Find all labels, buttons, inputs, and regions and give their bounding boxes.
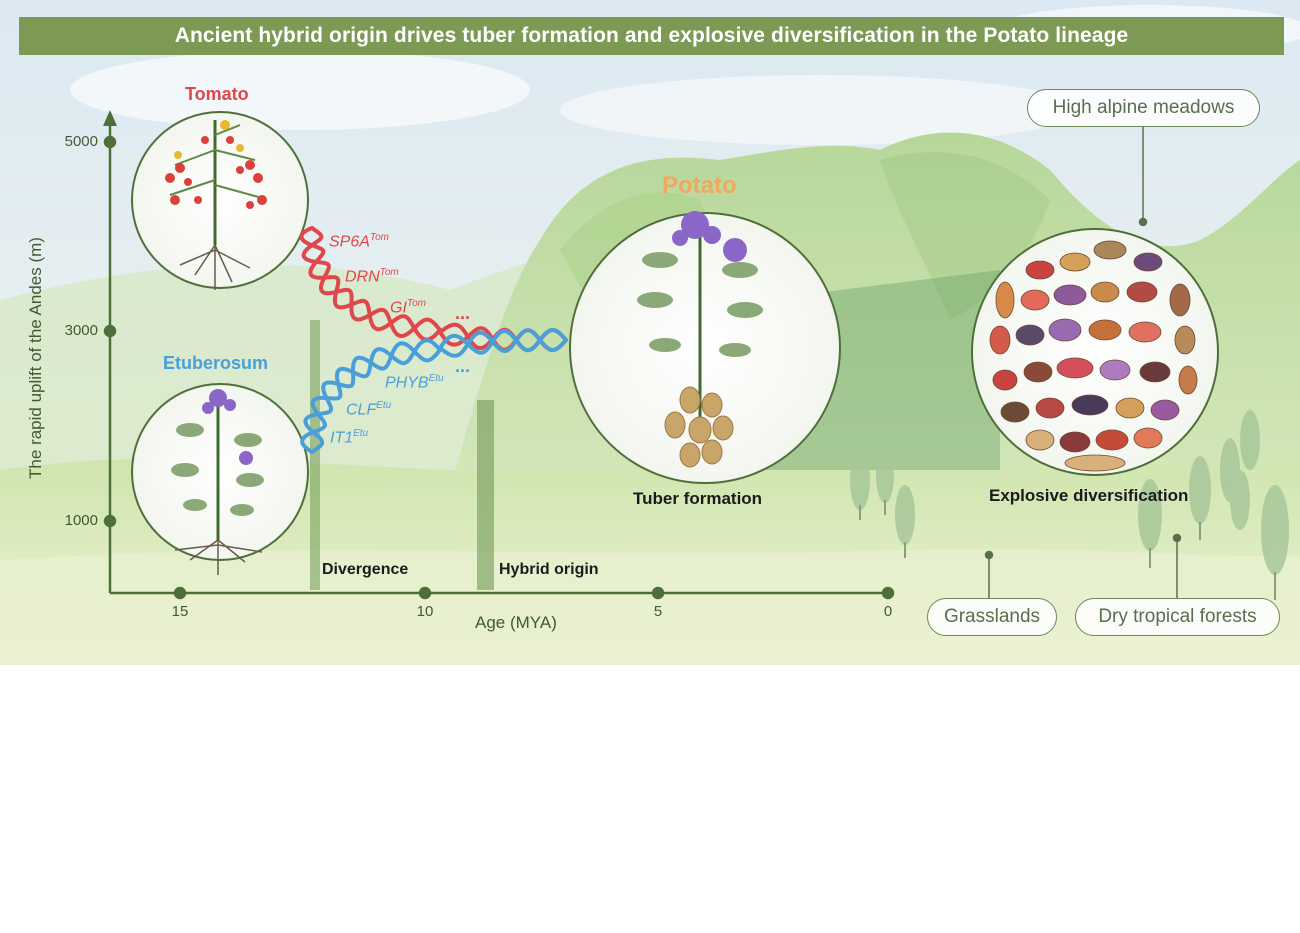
gene-drn-tom: DRNTom xyxy=(345,267,399,286)
gene-gi-tom: GITom xyxy=(390,298,426,317)
gene-sp6a-tom: SP6ATom xyxy=(329,232,390,251)
tomato-ellipsis: ... xyxy=(455,303,471,323)
tomato-plant-illustration xyxy=(165,120,267,290)
y-tick-3000: 3000 xyxy=(64,322,98,339)
etuberosum-plant-illustration xyxy=(171,389,264,575)
x-axis-label: Age (MYA) xyxy=(475,613,557,632)
y-axis-label: The rapid uplift of the Andes (m) xyxy=(26,237,45,479)
etuberosum-ellipsis: ... xyxy=(455,356,471,376)
dna-helices xyxy=(299,226,568,454)
gene-clf-etu: CLFEtu xyxy=(346,400,392,419)
hybrid-origin-label: Hybrid origin xyxy=(499,561,599,578)
habitat-dry-tropical-forests: Dry tropical forests xyxy=(1075,598,1280,636)
x-tick-0: 0 xyxy=(883,603,893,620)
x-tick-10: 10 xyxy=(416,603,434,620)
hybrid-helix-blue-strand xyxy=(438,328,568,355)
potato-varieties-illustration xyxy=(989,240,1198,472)
hybrid-helix-blue-strand xyxy=(438,328,568,358)
divergence-label: Divergence xyxy=(322,561,409,578)
gene-phyb-etu: PHYBEtu xyxy=(385,373,444,392)
y-tick-1000: 1000 xyxy=(64,512,98,529)
x-tick-5: 5 xyxy=(653,603,663,620)
x-tick-15: 15 xyxy=(171,603,189,620)
tuber-formation-caption: Tuber formation xyxy=(633,489,763,508)
y-tick-5000: 5000 xyxy=(64,133,98,150)
habitat-grasslands: Grasslands xyxy=(927,598,1057,636)
hybrid-helix-blue xyxy=(438,328,568,358)
tomato-helix xyxy=(299,226,442,342)
figure-canvas: Ancient hybrid origin drives tuber forma… xyxy=(0,0,1300,665)
etuberosum-label: Etuberosum xyxy=(163,353,269,373)
etuberosum-helix-strand xyxy=(303,341,442,454)
gene-it1-etu: IT1Etu xyxy=(330,428,369,447)
tomato-helix-strand xyxy=(299,226,442,342)
potato-plant-illustration xyxy=(637,211,763,468)
tomato-helix-strand xyxy=(301,226,442,338)
explosive-diversification-caption: Explosive diversification xyxy=(989,486,1189,505)
potato-label: Potato xyxy=(662,172,737,199)
etuberosum-helix-strand xyxy=(300,338,442,454)
figure-title: Ancient hybrid origin drives tuber forma… xyxy=(19,17,1284,55)
etuberosum-helix xyxy=(300,338,442,454)
divergence-bar xyxy=(310,320,320,590)
habitat-alpine-meadows: High alpine meadows xyxy=(1027,89,1260,127)
hybrid-origin-bar xyxy=(477,400,494,590)
tomato-label: Tomato xyxy=(185,84,249,104)
